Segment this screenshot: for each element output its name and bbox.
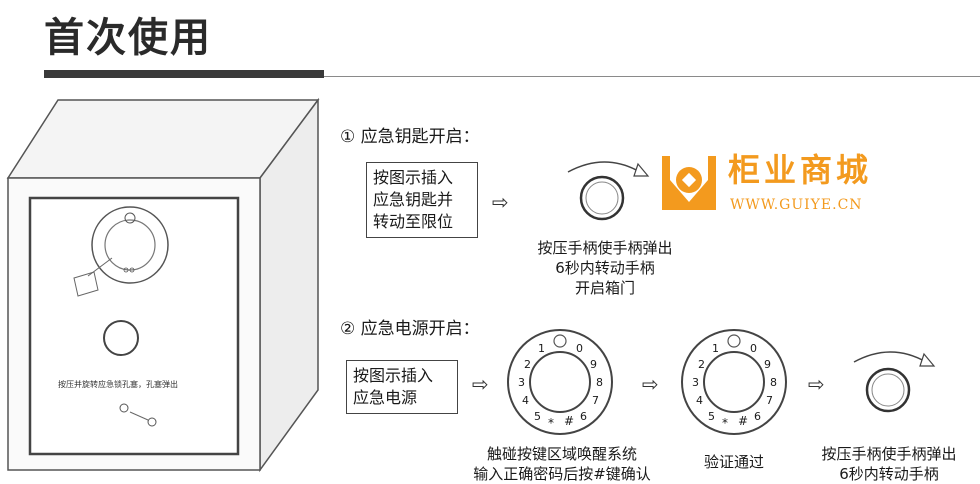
keypad-hash-key: #	[564, 414, 575, 428]
page-title: 首次使用	[44, 15, 212, 61]
safe-handle-knob	[103, 320, 139, 356]
safe-battery-flap	[73, 271, 99, 297]
keypad-verified: 1 2 3 4 5 0 9 8 7 6 * #	[680, 328, 788, 436]
keypad-digit: 8	[770, 376, 777, 389]
step1-instruction-box: 按图示插入 应急钥匙并 转动至限位	[366, 162, 478, 238]
step2-box-line: 按图示插入	[353, 366, 434, 385]
caption-line: 6秒内转动手柄	[555, 259, 655, 277]
fingerprint-icon	[727, 334, 741, 348]
keypad-outline	[681, 329, 787, 435]
keypad-digit: 5	[534, 410, 541, 423]
step2-arrow-icon-1: ⇨	[472, 372, 489, 396]
keypad-digit: 3	[692, 376, 699, 389]
keypad-digit: 0	[576, 342, 583, 355]
keypad-digit: 0	[750, 342, 757, 355]
keypad-digit: 9	[590, 358, 597, 371]
step2-instruction-box: 按图示插入 应急电源	[346, 360, 458, 414]
rotate-arrow-icon	[567, 161, 641, 173]
keypad-digit: 7	[592, 394, 599, 407]
safe-keyhole-plug	[147, 417, 157, 427]
step1-arrow-icon: ⇨	[492, 190, 509, 214]
keypad-wake: 1 2 3 4 5 0 9 8 7 6 * #	[506, 328, 614, 436]
step2-caption-1: 触碰按键区域唤醒系统 输入正确密码后按#键确认	[448, 444, 676, 484]
step2-handle-graphic	[853, 351, 936, 413]
caption-line: 按压手柄使手柄弹出	[821, 445, 957, 463]
step2-caption-2: 验证通过	[703, 453, 764, 471]
title-underline-bar	[44, 70, 324, 78]
step2-caption-3: 按压手柄使手柄弹出 6秒内转动手柄	[800, 444, 978, 484]
step2-box-line: 应急电源	[353, 388, 418, 407]
caption-line: 触碰按键区域唤醒系统	[486, 445, 637, 463]
handle-knob-icon	[579, 175, 625, 221]
keypad-hash-key: #	[738, 414, 749, 428]
watermark-url: WWW.GUIYE.CN	[730, 197, 863, 213]
keypad-digit: 2	[524, 358, 531, 371]
keypad-digit: 9	[764, 358, 771, 371]
step2-title: ② 应急电源开启：	[340, 319, 480, 339]
keypad-digit: 1	[538, 342, 545, 355]
step1-box-line: 转动至限位	[373, 212, 454, 231]
fingerprint-icon	[553, 334, 567, 348]
watermark-name: 柜业商城	[728, 151, 873, 189]
step1-box-line: 应急钥匙并	[373, 190, 454, 209]
handle-knob-icon	[865, 367, 911, 413]
safe-illustration	[6, 97, 320, 473]
keypad-digit: 7	[766, 394, 773, 407]
keypad-digit: 4	[696, 394, 703, 407]
keypad-digit: 2	[698, 358, 705, 371]
step1-handle-graphic	[567, 161, 650, 221]
keypad-digit: 6	[754, 410, 761, 423]
caption-line: 按压手柄使手柄弹出	[537, 239, 673, 257]
safe-keyhole	[119, 403, 129, 413]
keypad-outline	[507, 329, 613, 435]
keypad-digit: 5	[708, 410, 715, 423]
watermark-logo-icon	[662, 156, 716, 210]
safe-note-text: 按压并旋转应急锁孔塞，孔塞弹出	[58, 380, 178, 389]
keypad-star-key: *	[722, 416, 728, 430]
caption-line: 6秒内转动手柄	[839, 465, 939, 483]
title-divider-line	[324, 76, 980, 77]
step2-arrow-icon-2: ⇨	[642, 372, 659, 396]
caption-line: 开启箱门	[574, 279, 635, 297]
keypad-digit: 4	[522, 394, 529, 407]
keypad-digit: 1	[712, 342, 719, 355]
safe-fingerprint-sensor	[124, 212, 136, 224]
keypad-digit: 3	[518, 376, 525, 389]
safe-keypad-inner	[104, 219, 156, 271]
keypad-star-key: *	[548, 416, 554, 430]
caption-line: 输入正确密码后按#键确认	[473, 465, 651, 483]
step1-box-line: 按图示插入	[373, 168, 454, 187]
step1-title: ① 应急钥匙开启：	[340, 127, 480, 147]
keypad-digit: 6	[580, 410, 587, 423]
rotate-arrow-icon	[853, 351, 927, 363]
step1-caption: 按压手柄使手柄弹出 6秒内转动手柄 开启箱门	[500, 238, 710, 298]
step2-arrow-icon-3: ⇨	[808, 372, 825, 396]
keypad-digit: 8	[596, 376, 603, 389]
